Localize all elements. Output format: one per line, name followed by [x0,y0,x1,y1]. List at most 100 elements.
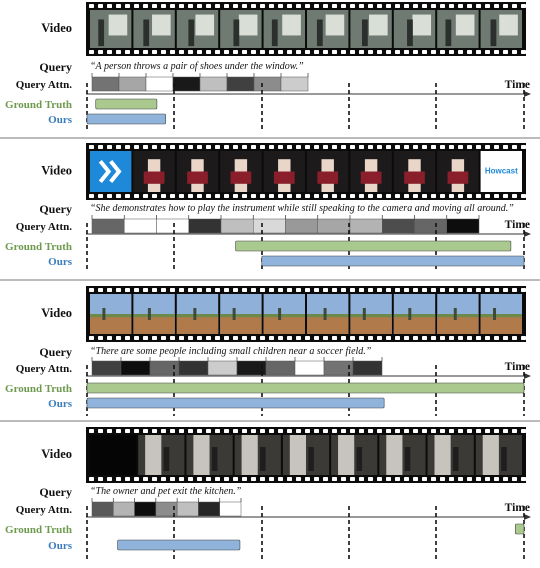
video-filmstrip [86,427,526,483]
sprocket-hole [170,288,175,292]
frame-figure [404,447,411,471]
sprocket-hole [395,50,400,54]
sprocket-hole [116,477,121,481]
frame-window [455,14,475,36]
frame-figure [445,19,452,47]
video-frame [350,151,392,192]
sprocket-hole [521,4,526,8]
sprocket-hole [314,477,319,481]
video-frame [307,10,349,48]
sprocket-hole [98,50,103,54]
query-text: “There are some people including small c… [90,346,372,357]
sprocket-hole [206,336,211,340]
frame-ground [220,316,262,334]
attention-cell [219,501,242,517]
sprocket-hole [170,50,175,54]
sprocket-hole [233,194,238,198]
sprocket-hole [134,194,139,198]
sprocket-hole [332,145,337,149]
sprocket-hole [314,288,319,292]
video-frame [350,10,392,48]
sprocket-hole [170,336,175,340]
sprocket-hole [107,4,112,8]
attention-cell [280,76,309,92]
sprocket-hole [359,477,364,481]
video-filmstrip [86,2,526,56]
sprocket-hole [476,336,481,340]
video-frame [393,151,436,192]
sprocket-hole [242,50,247,54]
attention-cell [113,501,135,517]
sprocket-hole [215,288,220,292]
sprocket-hole [278,194,283,198]
ground-truth-segment [235,240,512,252]
sprocket-hole [152,336,157,340]
video-frame [437,151,479,192]
query-attn-label: Query Attn. [16,79,72,91]
sprocket-hole [314,145,319,149]
frame-grass [90,314,132,318]
sprocket-hole [368,50,373,54]
sprocket-hole [233,50,238,54]
sprocket-hole [413,336,418,340]
sprocket-hole [467,4,472,8]
ours-label: Ours [48,398,73,410]
sprocket-hole [260,336,265,340]
sprocket-hole [269,145,274,149]
sprocket-hole [368,4,373,8]
sprocket-hole [260,145,265,149]
sprocket-hole [116,50,121,54]
frame-window [152,14,171,36]
frame-figure [453,308,457,320]
sprocket-hole [107,194,112,198]
sprocket-hole [224,288,229,292]
sprocket-hole [386,4,391,8]
sprocket-hole [368,477,373,481]
frame-window [195,14,215,36]
time-arrow-icon [524,514,531,520]
sprocket-hole [431,288,436,292]
sprocket-hole [116,336,121,340]
sprocket-hole [368,288,373,292]
sprocket-hole [242,336,247,340]
sprocket-hole [377,336,382,340]
sprocket-hole [125,4,130,8]
sprocket-hole [485,288,490,292]
sprocket-hole [188,477,193,481]
sprocket-hole [305,429,310,433]
sprocket-hole [422,336,427,340]
sprocket-hole [503,4,508,8]
sprocket-hole [395,145,400,149]
sprocket-hole [332,194,337,198]
frame-grass [480,314,522,318]
sprocket-hole [161,4,166,8]
sprocket-hole [377,477,382,481]
sprocket-hole [305,4,310,8]
sprocket-hole [287,194,292,198]
sprocket-hole [368,194,373,198]
sprocket-hole [152,4,157,8]
sprocket-hole [332,336,337,340]
sprocket-hole [233,477,238,481]
frame-figure [493,308,497,320]
frame-wall [193,435,210,475]
sprocket-hole [179,145,184,149]
sprocket-hole [386,194,391,198]
sprocket-hole [251,4,256,8]
sprocket-hole [224,50,229,54]
sprocket-hole [197,477,202,481]
sprocket-hole [377,145,382,149]
sprocket-hole [134,477,139,481]
sprocket-hole [341,477,346,481]
sprocket-hole [161,477,166,481]
sprocket-hole [206,194,211,198]
sprocket-hole [296,288,301,292]
attention-cell [226,76,255,92]
ground-truth-label: Ground Truth [5,383,72,395]
frame-instrument [273,171,295,184]
frame-grass [307,314,349,318]
sprocket-hole [107,288,112,292]
sprocket-hole [422,477,427,481]
sprocket-hole [107,429,112,433]
sprocket-hole [152,194,157,198]
